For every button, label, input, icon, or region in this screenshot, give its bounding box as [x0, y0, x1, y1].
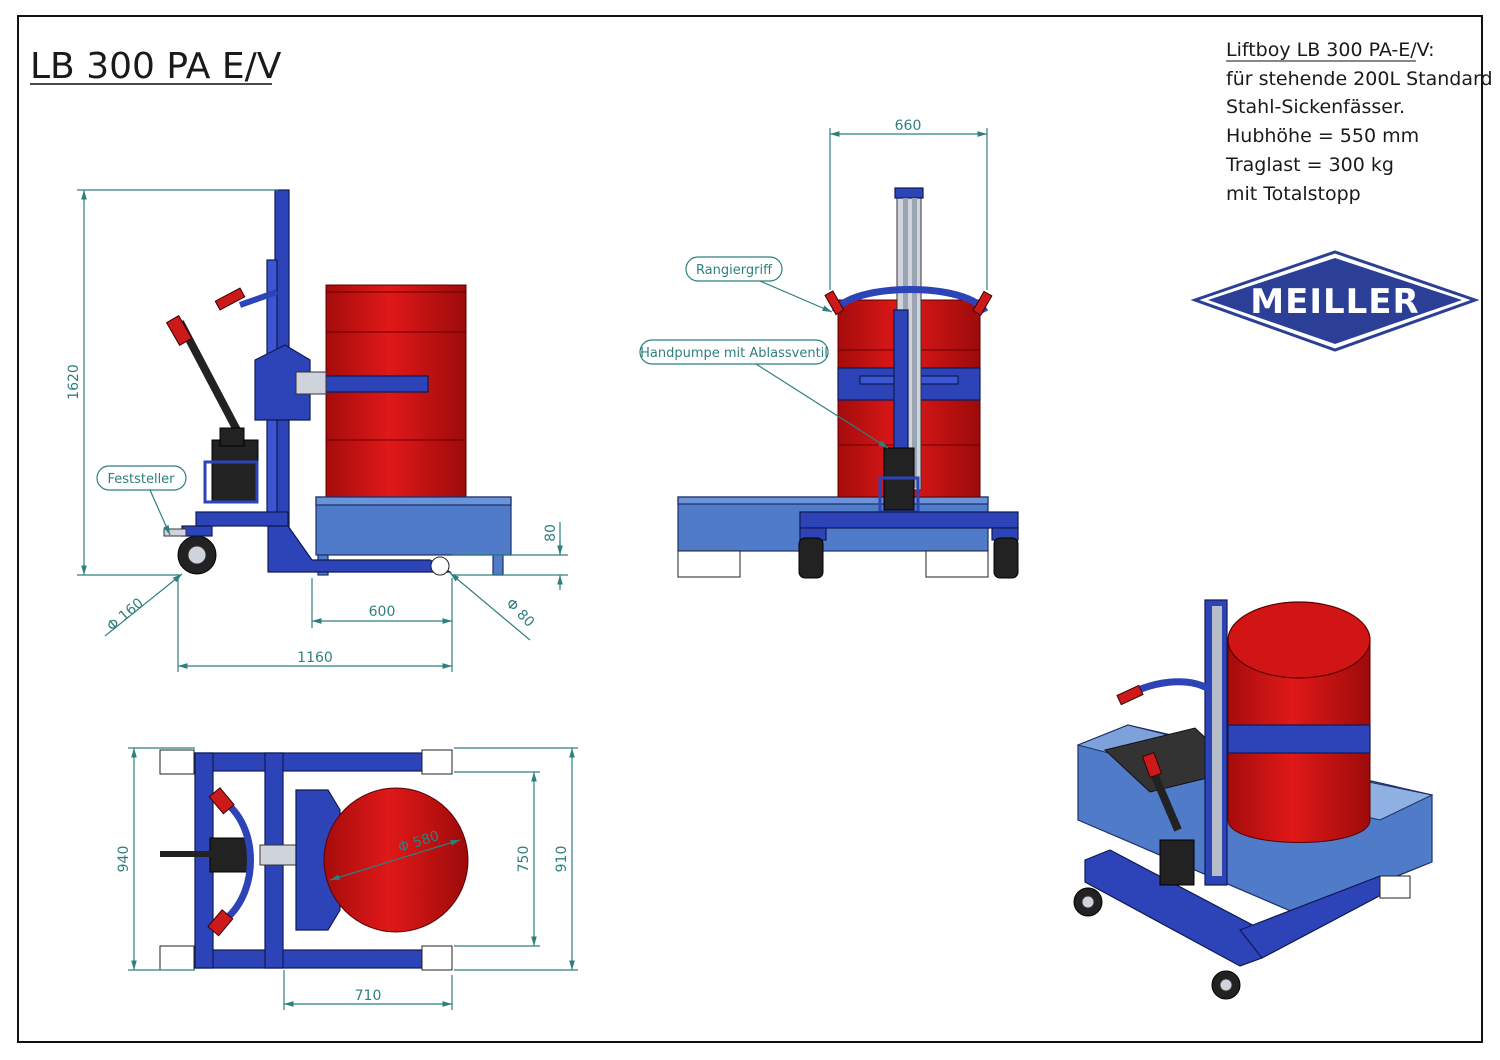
meiller-logo: MEILLER: [1190, 250, 1480, 352]
spec-line-6: mit Totalstopp: [1226, 183, 1361, 205]
side-pump: [211, 439, 259, 503]
spec-line-5: Traglast = 300 kg: [1225, 154, 1394, 176]
logo-text: MEILLER: [1250, 282, 1419, 322]
dim-width: 660: [895, 118, 922, 134]
side-clamp-band: [317, 375, 429, 393]
spec-line-2: für stehende 200L Standard: [1226, 68, 1493, 90]
isometric-view: [1073, 599, 1434, 1000]
spec-line-3: Stahl-Sickenfässer.: [1226, 96, 1405, 118]
dim-height: 1620: [66, 364, 82, 400]
side-view: 1620 80 600 1160 Φ 160 Φ 80 Feststeller: [66, 189, 568, 672]
callout-handpumpe: [639, 339, 829, 365]
side-tray: [315, 496, 512, 556]
callout-feststeller-label: Feststeller: [107, 472, 175, 487]
side-front-wheel: [430, 556, 450, 576]
callout-rangiergriff: [685, 256, 783, 282]
front-handle: [831, 286, 989, 315]
dim-base-height: 80: [543, 524, 559, 542]
dim-fork-length: 710: [355, 988, 382, 1004]
callout-handpumpe-label: Handpumpe mit Ablassventil: [640, 346, 828, 361]
callout-feststeller: [96, 465, 187, 491]
dim-drum-base: 600: [369, 604, 396, 620]
spec-block: Liftboy LB 300 PA-E/V: für stehende 200L…: [1225, 39, 1493, 205]
dim-track-width: 910: [554, 846, 570, 873]
spec-line-1: Liftboy LB 300 PA-E/V:: [1226, 39, 1435, 61]
dim-overall-width: 940: [116, 846, 132, 873]
front-base-frame: [799, 511, 1019, 529]
side-base-frame: [195, 511, 289, 527]
sheet-border: [17, 15, 1483, 1043]
callout-rangiergriff-label: Rangiergriff: [696, 263, 773, 278]
top-view: Φ 580 940 750 910 710: [116, 747, 578, 1010]
spec-line-4: Hubhöhe = 550 mm: [1226, 125, 1419, 147]
dim-inner-width: 750: [516, 846, 532, 873]
dim-overall-length: 1160: [297, 650, 333, 666]
dim-front-wheel: Φ 80: [502, 596, 537, 631]
drawing-title: LB 300 PA E/V: [30, 46, 282, 87]
front-view: 660 Rangiergriff Handpumpe mit Ablassven…: [639, 118, 1019, 579]
dim-caster: Φ 160: [104, 595, 147, 634]
